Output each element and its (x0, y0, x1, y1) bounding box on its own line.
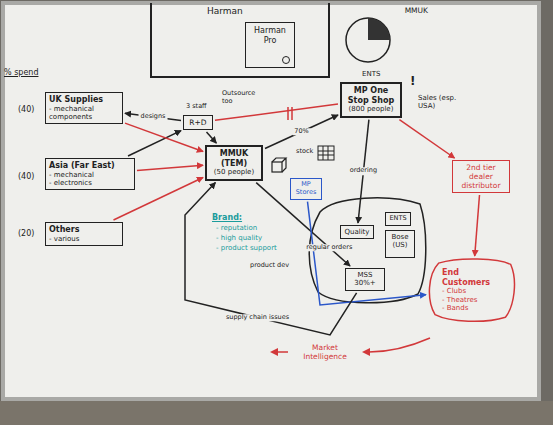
edge-label: regular orders (304, 244, 354, 251)
feedback-arrow (369, 338, 430, 352)
share-pie: MMUK (340, 6, 428, 66)
stock-cube (272, 158, 286, 172)
note: Outsource too (222, 90, 266, 106)
node-detail: - electronics (49, 179, 131, 187)
connector (114, 178, 204, 221)
note: ENTS (362, 70, 380, 78)
board (3, 3, 539, 399)
node-detail: - Bands (442, 304, 508, 312)
connector (137, 165, 203, 170)
node-detail: - Clubs (442, 287, 508, 295)
customer-box: Quality (340, 225, 374, 239)
blob-outline (428, 258, 516, 322)
node-title: 2nd tier dealer distributor (456, 163, 506, 190)
company-box: MP One Stop Shop(800 people) (340, 82, 402, 118)
brand-heading: Brand: (212, 213, 242, 223)
arrow-head (362, 348, 370, 356)
market-note: Market Intelligence (290, 343, 360, 361)
pie-slice (368, 18, 390, 40)
customer-box: ENTS (385, 212, 411, 226)
blob-path (429, 259, 514, 321)
node-detail: - mechanical components (49, 105, 119, 122)
axis-note: % spend (4, 68, 38, 78)
node-title: Quality (344, 228, 370, 236)
supplier-box: UK Supplies- mechanical components (45, 92, 123, 124)
node-detail: (800 people) (345, 105, 397, 113)
node-detail: - mechanical (49, 171, 131, 179)
note: 3 staff (186, 103, 207, 111)
stores-box: MP Stores (290, 178, 322, 200)
end-customer-blob: End Customers- Clubs- Theatres- Bands (428, 258, 516, 322)
customer-box: MSS 30%+ (345, 268, 385, 291)
spend-number: (40) (18, 105, 34, 115)
node-title: MSS 30%+ (349, 271, 381, 288)
note: product dev (250, 262, 290, 270)
node-detail: - Theatres (442, 296, 508, 304)
node-detail: - various (49, 235, 119, 243)
node-title: Others (49, 225, 119, 235)
supplier-box: Others- various (45, 222, 123, 246)
spend-number: (40) (18, 172, 34, 182)
exclamation: ! (410, 74, 415, 88)
edge-label: 70% (292, 128, 310, 135)
node-title: R+D (187, 118, 209, 127)
connector (207, 132, 217, 143)
node-title: MMUK (405, 6, 428, 15)
brand-item: - product support (216, 244, 277, 252)
break-mark (288, 107, 292, 120)
edge-label: supply chain issues (224, 314, 291, 321)
node-title: End Customers (442, 268, 508, 287)
connector (125, 113, 181, 120)
connector (265, 115, 338, 149)
company-box: MMUK (TEM)(50 people) (205, 145, 263, 181)
node-detail: (50 people) (210, 168, 258, 176)
note: stock (296, 148, 313, 156)
spend-number: (20) (18, 229, 34, 239)
connector (475, 195, 480, 256)
connector (215, 104, 338, 120)
distributor-box: 2nd tier dealer distributor (452, 160, 510, 193)
division-box: Harman Pro (245, 22, 295, 68)
department-box: R+D (183, 115, 213, 130)
knob-symbol (281, 55, 291, 65)
node-title: Harman (207, 6, 324, 17)
node-title: UK Supplies (49, 95, 119, 105)
pie-chart (340, 6, 400, 66)
connector (125, 123, 203, 151)
connector (308, 202, 427, 305)
node-title: MP Stores (294, 181, 318, 197)
node-title: ENTS (389, 215, 407, 223)
supplier-box: Asia (Far East)- mechanical- electronics (45, 158, 135, 190)
node-title: Harman Pro (249, 26, 291, 45)
brand-item: - reputation (216, 224, 257, 232)
customer-box: Bose (US) (385, 230, 415, 258)
feedback-arrow (277, 351, 288, 353)
edge-label: ordering (348, 168, 379, 175)
connector (399, 120, 454, 158)
stock-grid (318, 146, 334, 160)
node-title: MP One Stop Shop (345, 86, 397, 105)
group-frame: HarmanHarman Pro (150, 3, 330, 78)
board-tray (0, 401, 553, 425)
brand-item: - high quality (216, 234, 262, 242)
pie-outline (346, 18, 390, 62)
edge-label: designs (139, 113, 168, 120)
node-title: MMUK (TEM) (210, 149, 258, 168)
node-title: Asia (Far East) (49, 161, 131, 171)
node-title: Bose (US) (389, 233, 411, 250)
note: Sales (esp. USA) (418, 94, 468, 111)
arrow-head (270, 348, 278, 356)
connector (185, 183, 357, 335)
